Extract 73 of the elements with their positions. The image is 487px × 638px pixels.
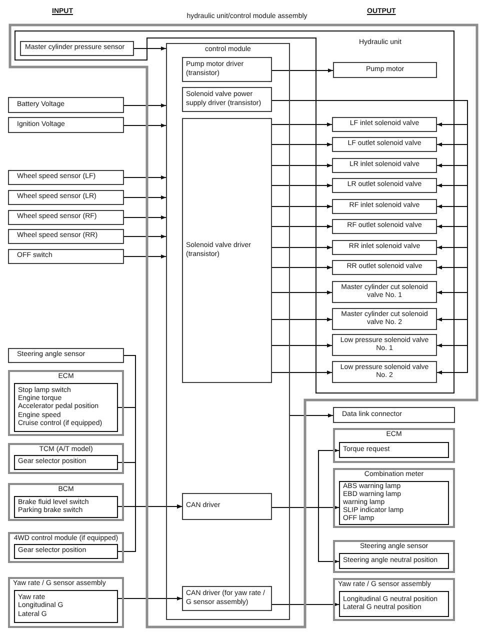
valve-box [332, 260, 437, 275]
arrow [124, 234, 166, 238]
arrow [272, 164, 332, 168]
arrow [118, 596, 182, 600]
signal-box [14, 544, 118, 559]
input-box [8, 249, 124, 264]
module-panel [333, 428, 455, 463]
signal-box [339, 481, 449, 525]
arrow [272, 507, 340, 564]
arrow [272, 370, 332, 374]
signal-box [339, 591, 449, 617]
signal-box [14, 455, 118, 470]
driver-box [182, 493, 272, 520]
signal-box [339, 442, 449, 458]
arrow [124, 124, 166, 128]
input-box [8, 97, 124, 113]
input-box [8, 170, 124, 185]
input-box [8, 229, 124, 244]
driver-box [182, 57, 272, 82]
input-box [8, 117, 124, 133]
module-panel [333, 468, 455, 528]
arrow [124, 176, 166, 180]
valve-box [332, 361, 437, 383]
valve-box [332, 158, 437, 173]
arrow [272, 344, 332, 348]
arrow [272, 266, 332, 270]
motor-box [333, 62, 437, 78]
arrow [272, 142, 332, 146]
module-panel [333, 578, 455, 621]
arrow [124, 104, 166, 108]
module-panel [8, 483, 124, 521]
valve-box [332, 334, 437, 356]
driver-box [182, 87, 272, 112]
signal-box [339, 553, 449, 569]
arrow [124, 216, 166, 220]
signal-box [14, 590, 118, 623]
arrow [290, 414, 334, 418]
input-box [8, 348, 124, 363]
arrow [272, 224, 332, 228]
sensor-box [20, 41, 134, 56]
input-box [8, 190, 124, 205]
arrow [134, 46, 166, 50]
module-panel [333, 540, 455, 573]
arrow [124, 196, 166, 200]
arrow [272, 602, 340, 606]
valve-box [332, 281, 437, 303]
arrow [272, 122, 332, 126]
valve-box [332, 240, 437, 255]
valve-box [332, 178, 437, 193]
driver-box [182, 118, 272, 383]
valve-box [332, 308, 437, 330]
arrow [272, 184, 332, 188]
module-panel [8, 370, 124, 436]
valve-box [332, 219, 437, 234]
arrow [124, 254, 166, 258]
driver-box [182, 586, 272, 611]
module-panel [8, 577, 124, 628]
module-panel [8, 443, 124, 474]
signal-box [14, 383, 118, 432]
arrow [272, 290, 332, 294]
valve-box [332, 137, 437, 152]
arrow [272, 68, 334, 72]
output-box [333, 407, 455, 423]
module-frame [166, 43, 290, 620]
input-box [8, 210, 124, 225]
arrow [272, 246, 332, 250]
module-panel [8, 532, 124, 563]
arrow [118, 504, 182, 552]
valve-box [332, 199, 437, 214]
arrow [272, 318, 332, 322]
signal-box [14, 496, 118, 518]
arrow [272, 204, 332, 208]
valve-box [332, 117, 437, 132]
